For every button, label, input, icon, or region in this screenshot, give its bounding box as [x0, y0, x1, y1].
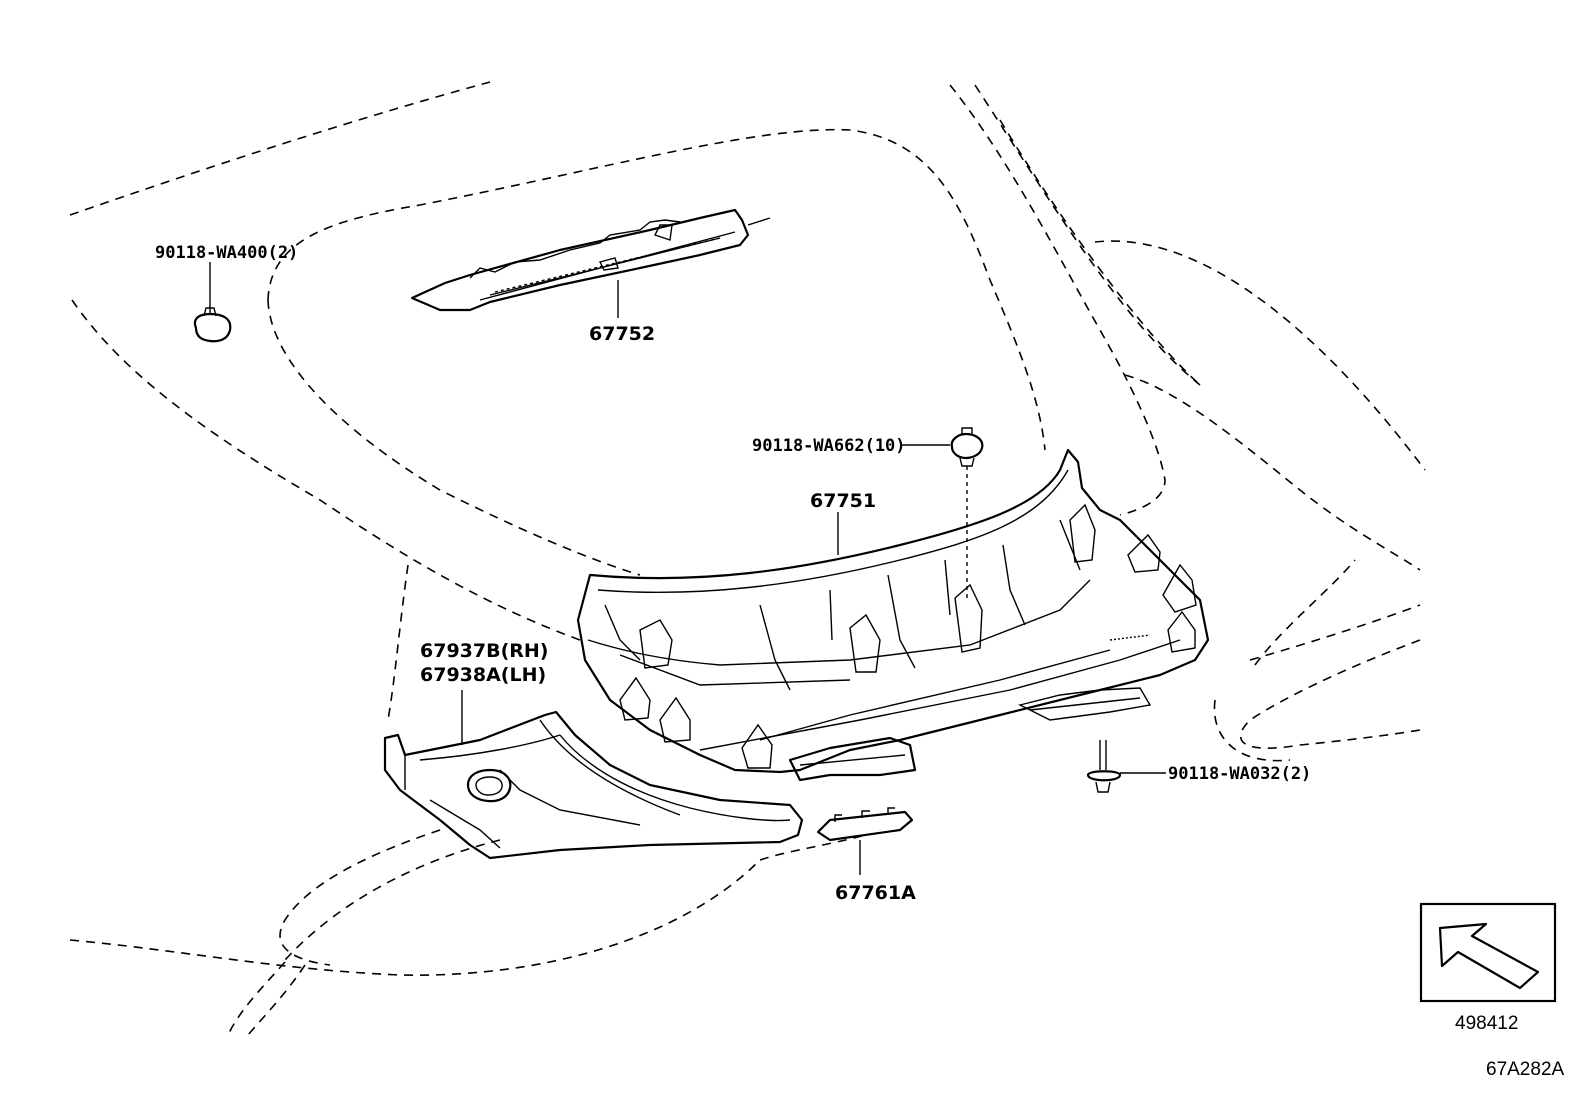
- label-side-trim-rh: 67937B(RH): [420, 640, 548, 662]
- view-reference-box: 498412: [1419, 902, 1557, 1034]
- view-reference-number: 498412: [1455, 1013, 1518, 1034]
- side-trim-part: [383, 710, 804, 860]
- label-door-trim: 67751: [810, 490, 876, 512]
- label-screw-wa032: 90118-WA032(2): [1168, 764, 1311, 784]
- label-clip-wa400: 90118-WA400(2): [155, 243, 298, 263]
- label-stop-lamp: 67752: [589, 323, 655, 345]
- drawing-code: 67A282A: [1486, 1059, 1565, 1080]
- screw-wa032-part: [1086, 740, 1122, 793]
- vehicle-outline-dashed: [69, 81, 1426, 1036]
- leader-lines: [209, 262, 1166, 875]
- label-cover: 67761A: [835, 882, 916, 904]
- label-clip-wa662: 90118-WA662(10): [752, 436, 906, 456]
- stop-lamp-part: [410, 208, 771, 312]
- label-side-trim-lh: 67938A(LH): [420, 664, 546, 686]
- cover-part: [816, 807, 914, 842]
- clip-wa400-part: [193, 307, 232, 343]
- callout-labels: 90118-WA400(2) 67752 90118-WA662(10) 677…: [155, 243, 1311, 904]
- back-door-trim-part: [576, 448, 1210, 782]
- clip-wa662-part: [950, 427, 984, 467]
- view-direction-arrow-icon: [1438, 922, 1540, 990]
